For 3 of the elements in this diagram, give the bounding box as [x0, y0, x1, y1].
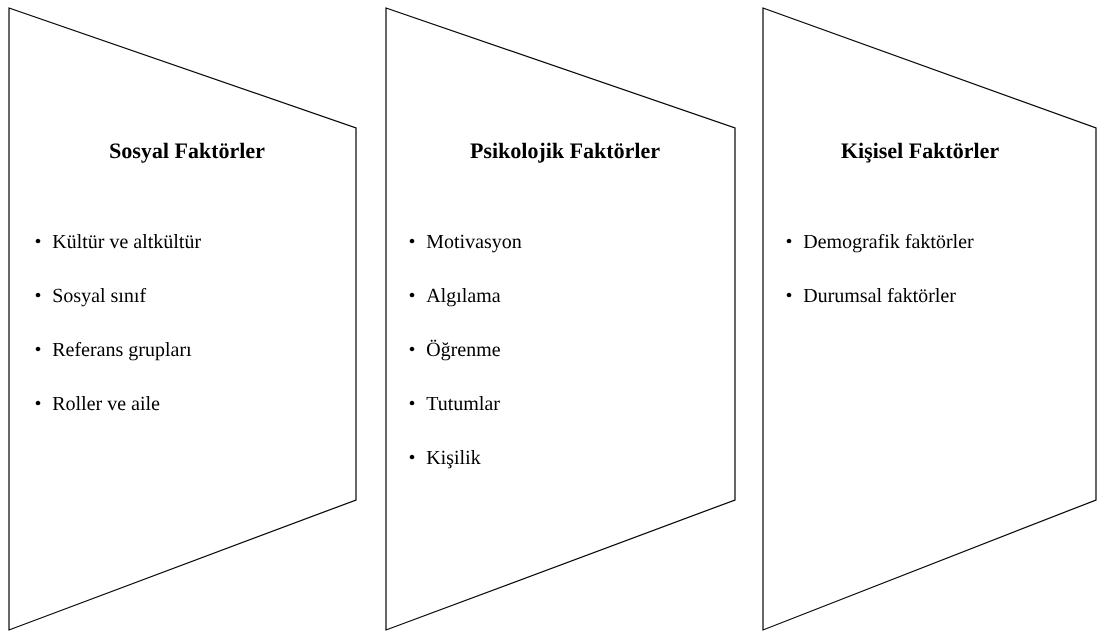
trapezoid-box: Sosyal Faktörler Kültür ve altkültür Sosyal sınıf Referans grupları Roller ve aile	[8, 7, 357, 631]
trapezoid-box: Psikolojik Faktörler Motivasyon Algılama Öğrenme Tutumlar Kişilik	[385, 7, 736, 631]
trapezoid-box: Kişisel Faktörler Demografik faktörler Durumsal faktörler	[762, 7, 1097, 631]
